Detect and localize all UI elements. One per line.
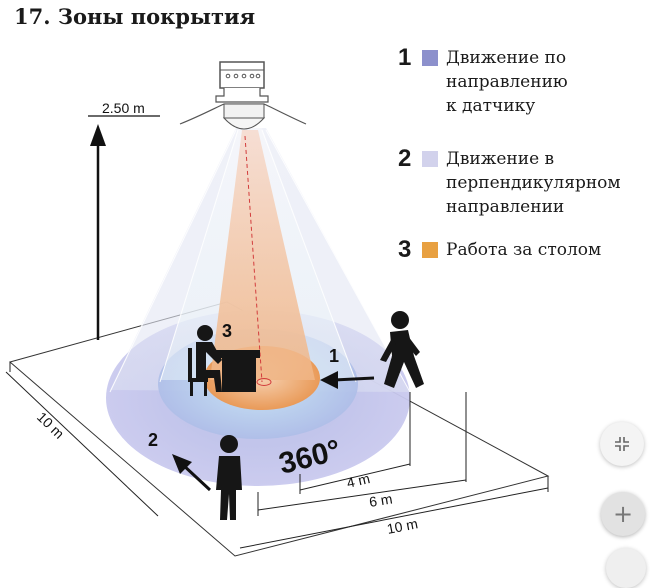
- coverage-diagram: 2.50 m 1 2 3 360°: [5, 61, 550, 557]
- legend-item-1: 1 Движение по направлению к датчику: [398, 46, 568, 118]
- dimension-label-10m-front: 10 m: [386, 515, 420, 537]
- sensor-axis-center: [256, 378, 272, 386]
- collapse-icon: [615, 437, 629, 451]
- legend-swatch-2: [422, 151, 438, 167]
- legend-number: 3: [398, 236, 412, 263]
- legend-label: Движение в перпендикулярном направлении: [446, 149, 621, 217]
- zoom-in-button[interactable]: +: [601, 492, 645, 536]
- zone-label-1: 1: [329, 346, 339, 366]
- page-title: 17. Зоны покрытия: [14, 4, 256, 29]
- zone-3-cone: [210, 130, 315, 380]
- dimension-lines: [5, 362, 549, 549]
- collapse-button[interactable]: [600, 422, 644, 466]
- legend-label: Движение по направлению к датчику: [446, 48, 568, 116]
- dimension-label-4m: 4 m: [345, 470, 371, 491]
- legend-number: 1: [398, 44, 412, 71]
- legend-item-3: 3 Работа за столом: [398, 238, 601, 262]
- height-dimension: [88, 115, 160, 340]
- dimension-label-10m-side: 10 m: [34, 409, 68, 442]
- legend-item-2: 2 Движение в перпендикулярном направлени…: [398, 147, 621, 219]
- extra-control-button[interactable]: [606, 548, 646, 588]
- legend-number: 2: [398, 145, 412, 172]
- approach-arrow-icon: [320, 371, 375, 389]
- dimension-label-6m: 6 m: [368, 491, 394, 510]
- seated-person-at-desk-icon: [188, 325, 260, 396]
- height-label: 2.50 m: [102, 100, 145, 116]
- zone-label-2: 2: [148, 430, 158, 450]
- sensor-axis: [244, 135, 263, 383]
- legend-swatch-1: [422, 50, 438, 66]
- legend-swatch-3: [422, 242, 438, 258]
- legend-label: Работа за столом: [446, 240, 602, 260]
- walking-person-icon: [380, 311, 424, 388]
- plus-icon: +: [612, 500, 634, 528]
- standing-person-icon: [216, 435, 242, 520]
- motion-sensor: [179, 61, 307, 130]
- zone-label-3: 3: [222, 321, 232, 341]
- perpendicular-arrow-icon: [172, 454, 212, 492]
